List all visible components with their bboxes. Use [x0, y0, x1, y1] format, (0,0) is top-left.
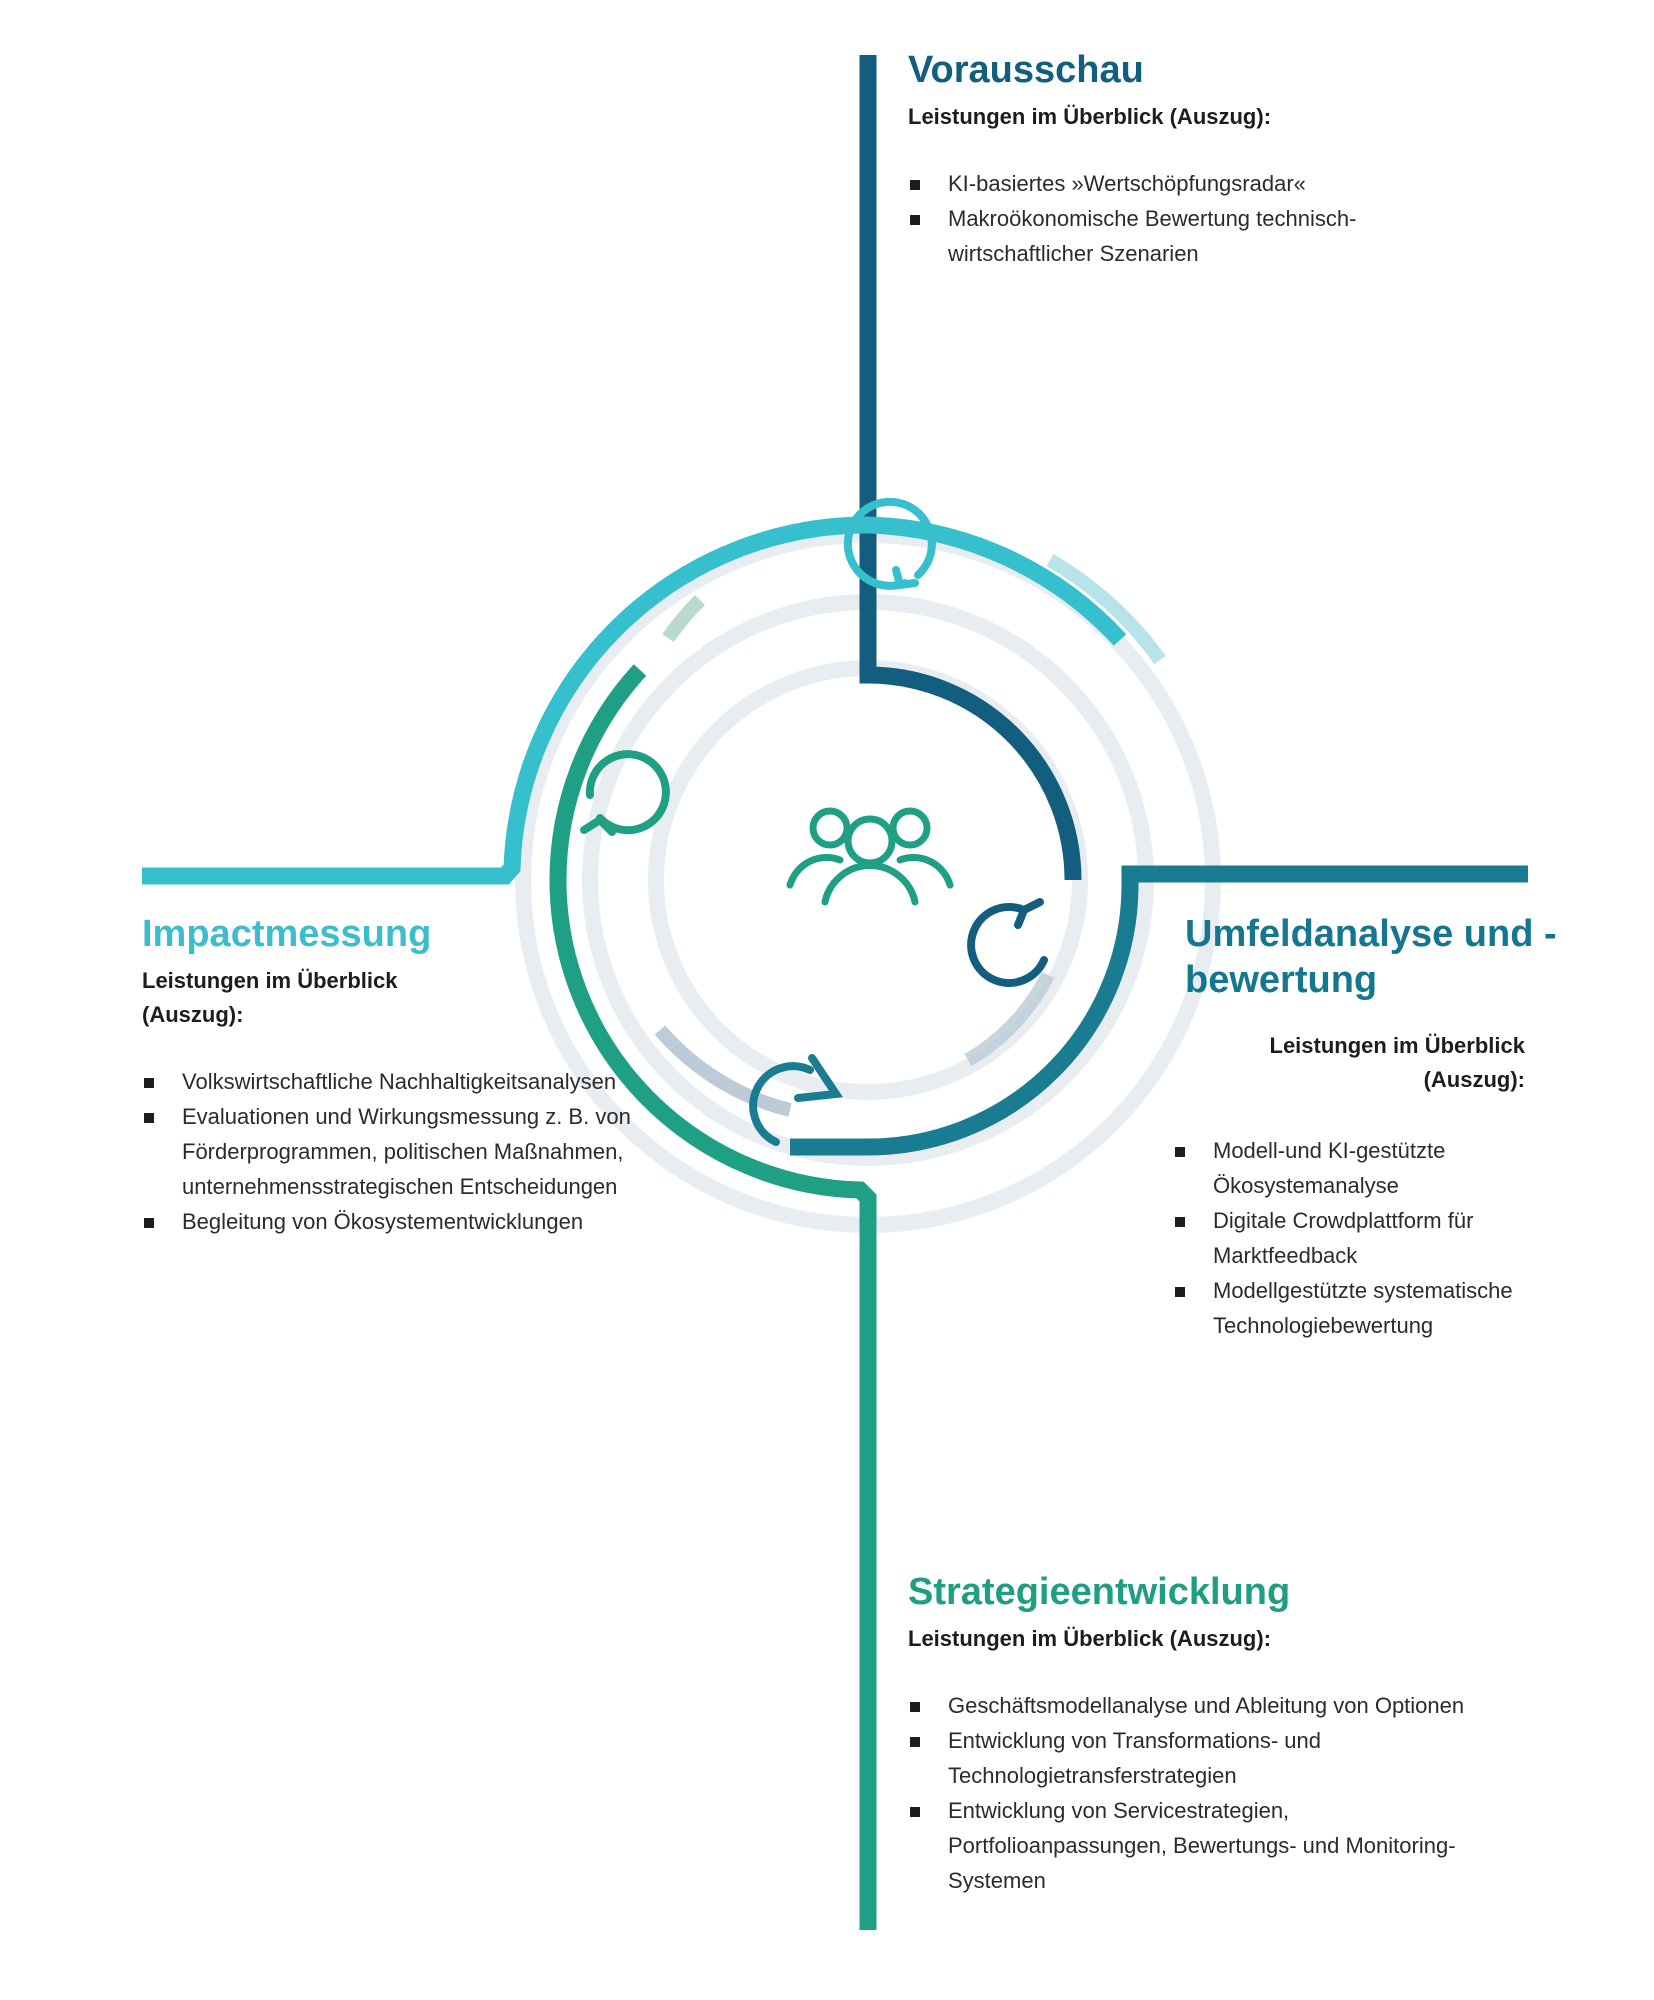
list-item: Digitale Crowdplattform für Marktfeedbac… [1173, 1203, 1565, 1273]
umfeld-fade-arc [964, 971, 1055, 1067]
section-subtitle: Leistungen im Überblick (Auszug): [908, 103, 1272, 129]
list-item: Modell-und KI-gestützte Ökosystemanalyse [1173, 1133, 1565, 1203]
section-strategie: Strategieentwicklung Leistungen im Überb… [908, 1570, 1468, 1898]
service-list: KI-basiertes »Wertschöpfungsradar« Makro… [908, 166, 1468, 271]
section-subtitle: Leistungen im Überblick (Auszug): [908, 1625, 1272, 1651]
strategie-inner-fade [654, 1025, 792, 1117]
list-item: Entwicklung von Servicestrategien, Portf… [908, 1793, 1468, 1898]
section-title: Umfeldanalyse und -bewertung [1185, 913, 1557, 1001]
list-item: Modellgestützte systematische Technologi… [1173, 1273, 1565, 1343]
section-title: Vorausschau [908, 49, 1144, 91]
list-item: Geschäftsmodellanalyse und Ableitung von… [908, 1688, 1468, 1723]
circular-arrow-icon [749, 1054, 843, 1146]
circular-arrow-icon [580, 750, 670, 836]
strategie-path [549, 664, 877, 1930]
section-vorausschau: Vorausschau Leistungen im Überblick (Aus… [908, 48, 1468, 271]
impact-fade-arc [1046, 553, 1166, 665]
list-item: KI-basiertes »Wertschöpfungsradar« [908, 166, 1468, 201]
section-subtitle: Leistungen im Überblick (Auszug): [1269, 1033, 1526, 1093]
list-item: Begleitung von Ökosystementwicklungen [142, 1204, 662, 1239]
vorausschau-path [859, 55, 1082, 881]
umfeld-path [790, 865, 1528, 1156]
strategie-fade-arc [662, 595, 706, 643]
list-item: Volkswirtschaftliche Nachhaltigkeitsanal… [142, 1064, 662, 1099]
section-title: Impactmessung [142, 913, 432, 955]
service-list: Geschäftsmodellanalyse und Ableitung von… [908, 1688, 1468, 1898]
section-subtitle: Leistungen im Überblick (Auszug): [142, 967, 398, 1027]
list-item: Entwicklung von Transformations- und Tec… [908, 1723, 1468, 1793]
list-item: Makroökonomische Bewertung technisch-wir… [908, 201, 1468, 271]
section-title: Strategieentwicklung [908, 1571, 1291, 1613]
section-umfeld: Umfeldanalyse und -bewertung Leistungen … [1175, 912, 1565, 1343]
service-list: Modell-und KI-gestützte Ökosystemanalyse… [1173, 1133, 1565, 1343]
impact-path [142, 516, 1127, 885]
group-of-people-icon [786, 807, 954, 906]
service-list: Volkswirtschaftliche Nachhaltigkeitsanal… [142, 1064, 662, 1239]
list-item: Evaluationen und Wirkungsmessung z. B. v… [142, 1099, 662, 1204]
section-impact: Impactmessung Leistungen im Überblick (A… [142, 912, 662, 1239]
circular-arrow-icon [843, 497, 936, 590]
circular-arrow-icon [967, 898, 1048, 987]
